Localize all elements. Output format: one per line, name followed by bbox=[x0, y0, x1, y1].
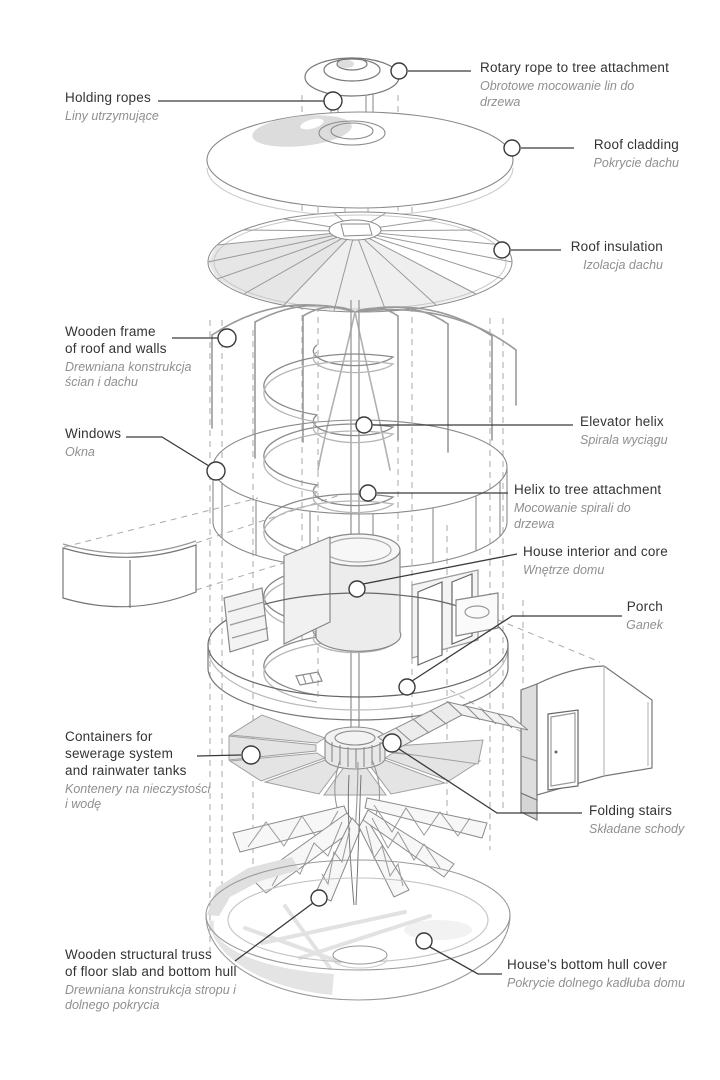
roof-cladding-disc bbox=[206, 111, 514, 217]
floor-truss-spider bbox=[232, 774, 488, 906]
elevator-helix bbox=[263, 300, 395, 742]
leader-markers bbox=[206, 62, 521, 950]
leader-lines bbox=[126, 70, 622, 975]
bottom-hull-bowl bbox=[205, 857, 511, 1001]
porch-module bbox=[520, 665, 653, 821]
wooden-frame-ribs bbox=[211, 304, 517, 471]
roof-insulation-cone bbox=[207, 211, 513, 313]
window-piece-detached bbox=[62, 540, 197, 608]
house-platform bbox=[207, 533, 509, 721]
